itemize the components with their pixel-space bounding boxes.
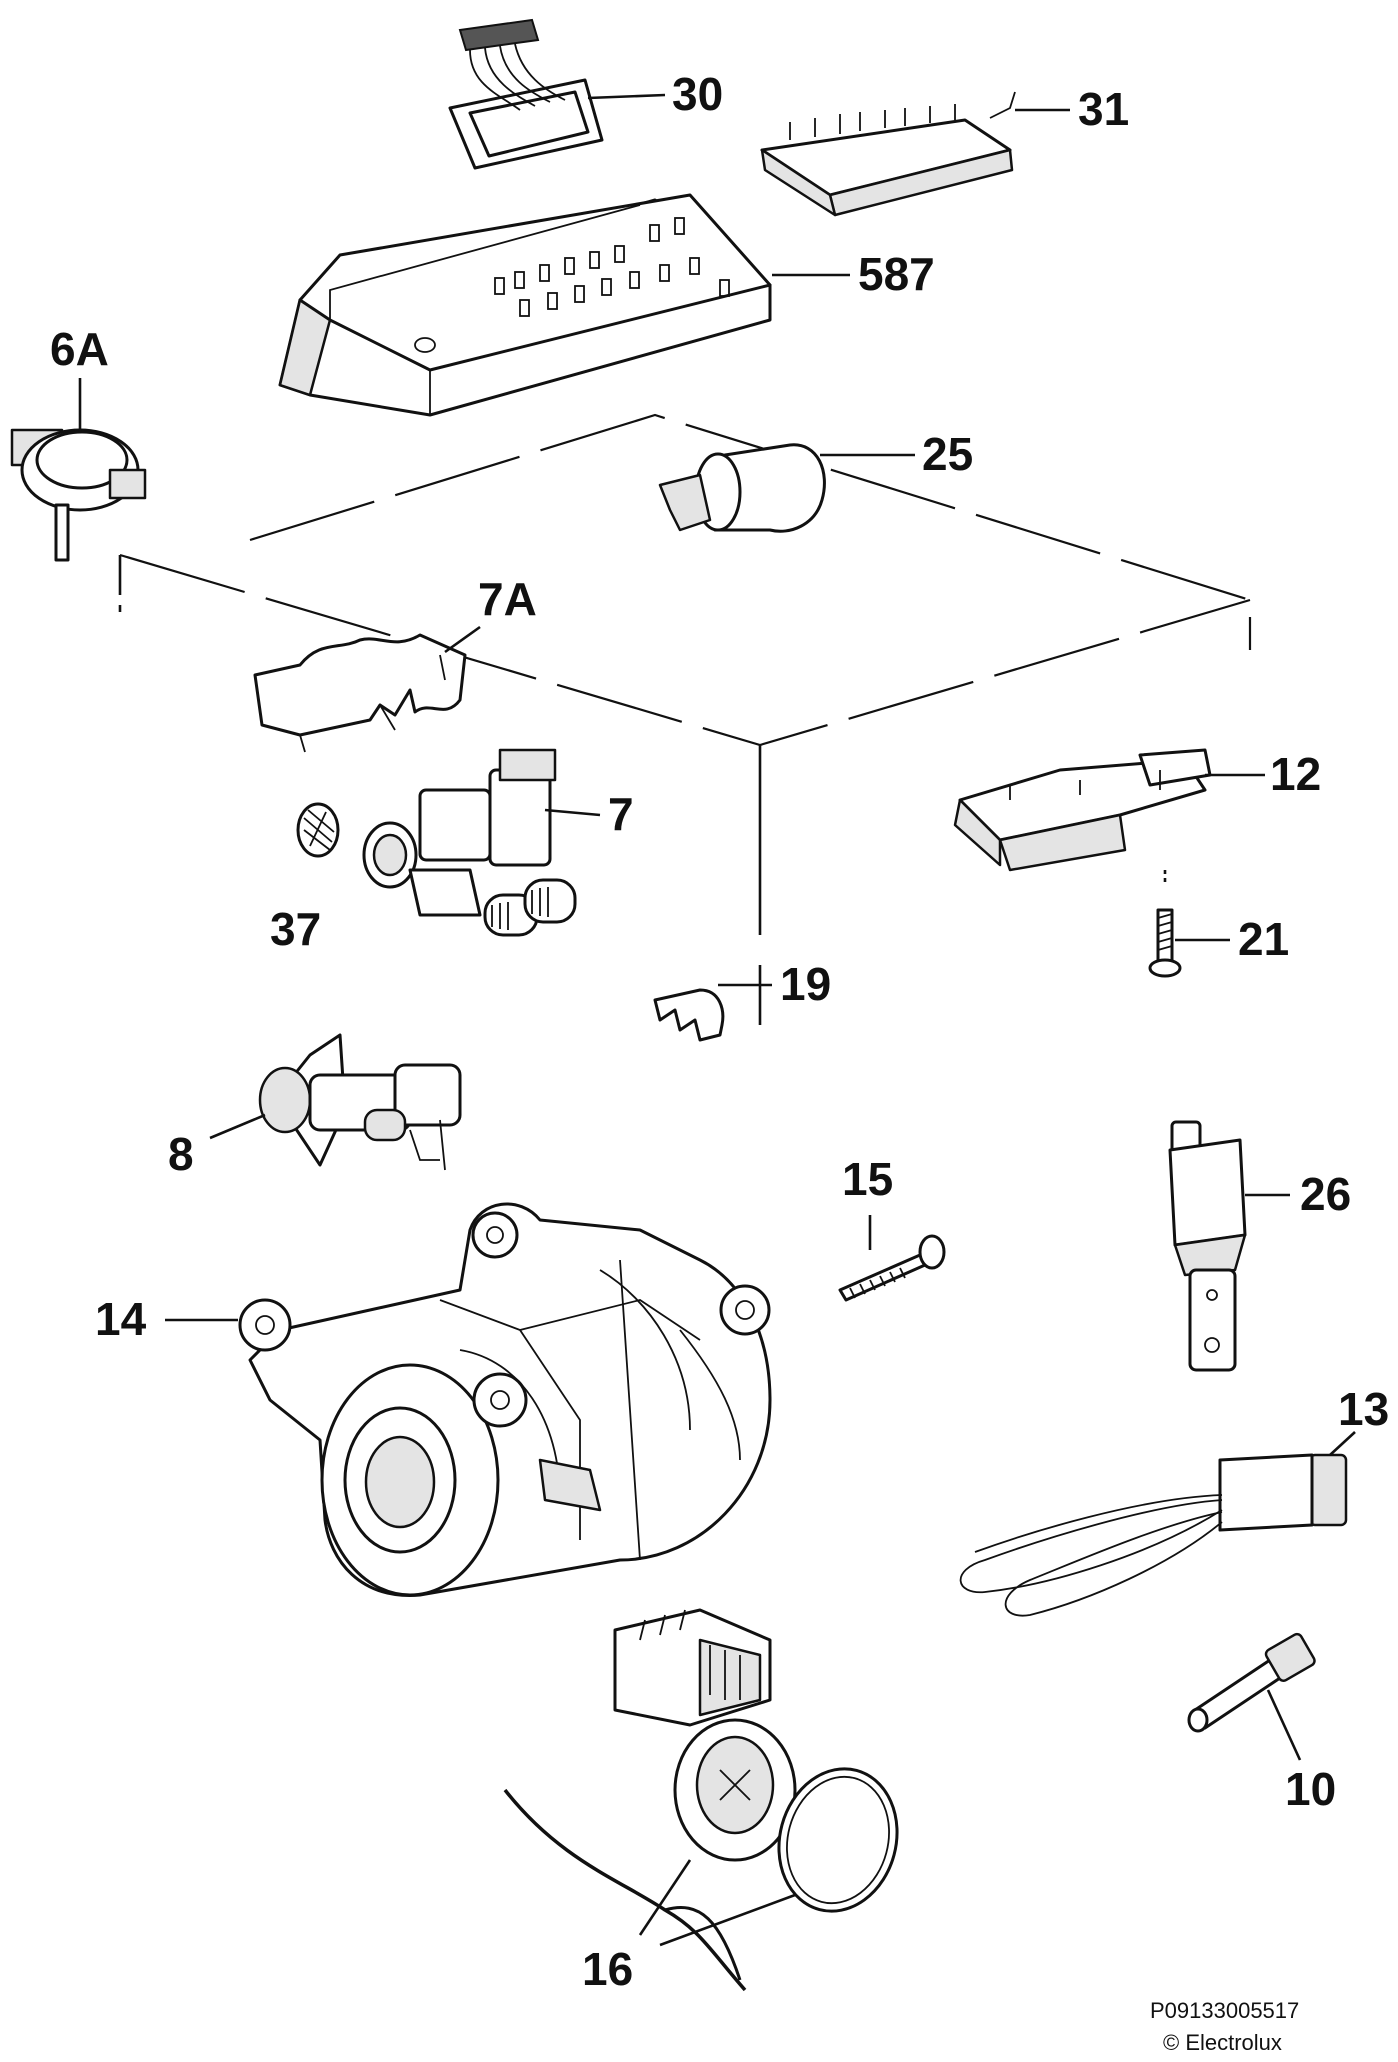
rotary-selector-part [10, 428, 147, 562]
leader-lines [78, 93, 1356, 1947]
motor-part [238, 1202, 772, 1597]
callout-30: 30 [672, 68, 723, 120]
bolt-part [838, 1234, 946, 1302]
clip-part [653, 988, 725, 1042]
drain-valve-part [258, 1033, 462, 1171]
callout-13: 13 [1338, 1383, 1389, 1435]
connector-block-part [760, 91, 1016, 217]
callout-7A: 7A [478, 573, 537, 625]
copyright-notice: © Electrolux [1163, 2030, 1282, 2055]
callout-16: 16 [582, 1943, 633, 1995]
callout-587: 587 [858, 248, 935, 300]
callout-26: 26 [1300, 1168, 1351, 1220]
inlet-valve-part [362, 748, 577, 937]
callout-37: 37 [270, 903, 321, 955]
callout-14: 14 [95, 1293, 147, 1345]
callout-10: 10 [1285, 1763, 1336, 1815]
callout-19: 19 [780, 958, 831, 1010]
callout-7: 7 [608, 788, 634, 840]
callout-8: 8 [168, 1128, 194, 1180]
callout-12: 12 [1270, 748, 1321, 800]
callout-25: 25 [922, 428, 973, 480]
callout-labels: 30 31 587 6A 25 7A 12 7 37 21 19 8 15 26… [50, 68, 1389, 1995]
drain-pump-part [503, 1608, 899, 1992]
drawing-code: P09133005517 [1150, 1998, 1299, 2023]
callout-6A: 6A [50, 323, 109, 375]
heating-element-part [959, 1453, 1348, 1617]
screw-part [1148, 870, 1182, 978]
filter-mesh-part [296, 802, 340, 858]
temperature-sensor-part [1187, 1632, 1316, 1733]
valve-cover-part [253, 633, 467, 753]
callout-15: 15 [842, 1153, 893, 1205]
suppressor-part [1168, 1120, 1247, 1372]
control-module-part [278, 193, 772, 417]
capacitor-part [658, 443, 826, 533]
callout-21: 21 [1238, 913, 1289, 965]
callout-31: 31 [1078, 83, 1129, 135]
door-lock-part [953, 748, 1212, 872]
ribbon-cable-part [448, 18, 604, 170]
cabinet-outline [118, 413, 1252, 1055]
